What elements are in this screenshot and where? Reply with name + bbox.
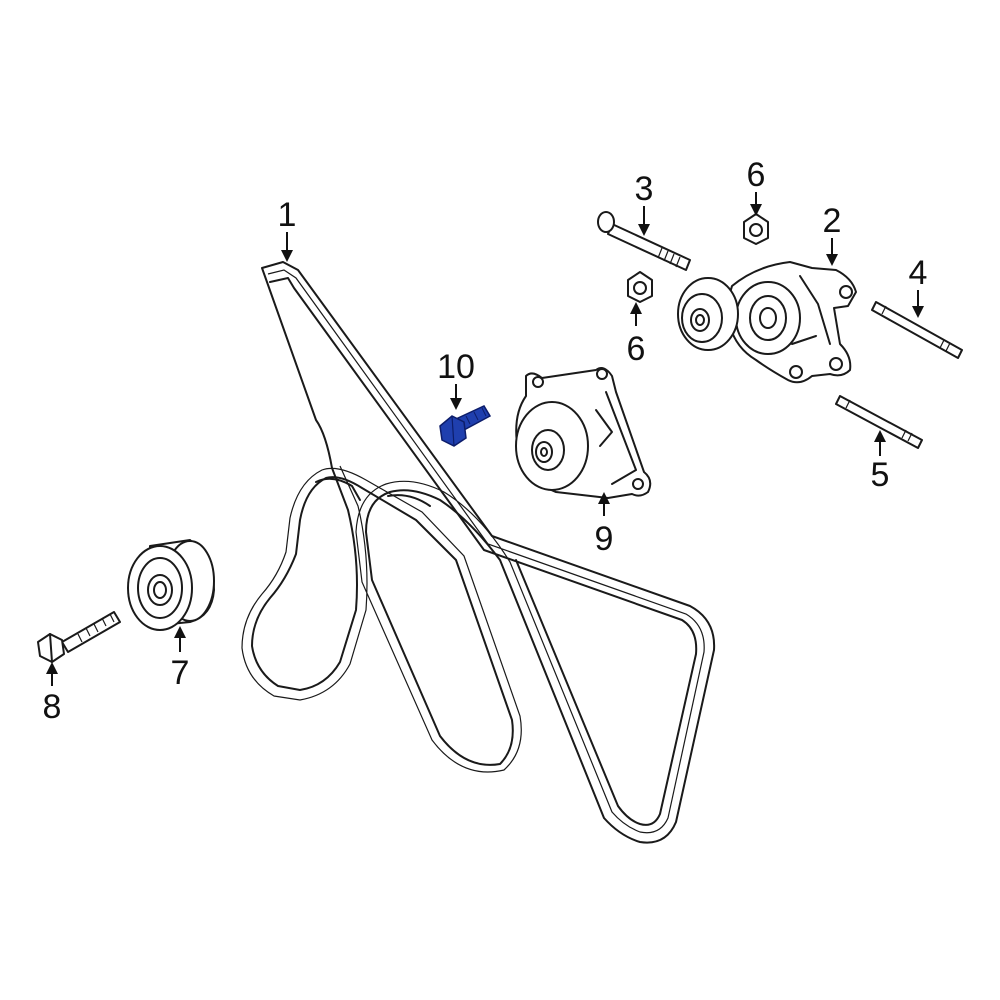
leader-10 [450, 384, 462, 410]
callout-5: 5 [871, 456, 890, 494]
leader-4 [912, 290, 924, 318]
leader-6-top [750, 192, 762, 216]
leader-6-mid [630, 302, 642, 326]
stud-lower[interactable] [835, 395, 923, 449]
water-pump[interactable] [515, 367, 652, 499]
leader-7 [174, 626, 186, 652]
nut-top[interactable] [743, 213, 769, 245]
tensioner-bolt[interactable] [597, 211, 691, 271]
pump-bolt-highlighted[interactable] [439, 405, 492, 447]
idler-bolt[interactable] [37, 611, 121, 663]
belt-tensioner[interactable] [677, 261, 857, 384]
leader-2 [826, 238, 838, 266]
stud-upper[interactable] [871, 301, 963, 359]
nut-middle[interactable] [627, 271, 653, 303]
leader-1 [281, 232, 293, 262]
callout-10: 10 [437, 348, 475, 386]
callout-7: 7 [171, 654, 190, 692]
leader-5 [874, 430, 886, 456]
callout-4: 4 [909, 254, 928, 292]
callout-8: 8 [43, 688, 62, 726]
callout-6-top: 6 [747, 156, 766, 194]
callout-2: 2 [823, 202, 842, 240]
leader-9 [598, 492, 610, 516]
callout-1: 1 [278, 196, 297, 234]
idler-pulley[interactable] [127, 539, 215, 631]
callout-9: 9 [595, 520, 614, 558]
callout-6-mid: 6 [627, 330, 646, 368]
leader-8 [46, 662, 58, 686]
leader-3 [638, 206, 650, 236]
serpentine-belt[interactable] [241, 261, 716, 844]
callout-3: 3 [635, 170, 654, 208]
